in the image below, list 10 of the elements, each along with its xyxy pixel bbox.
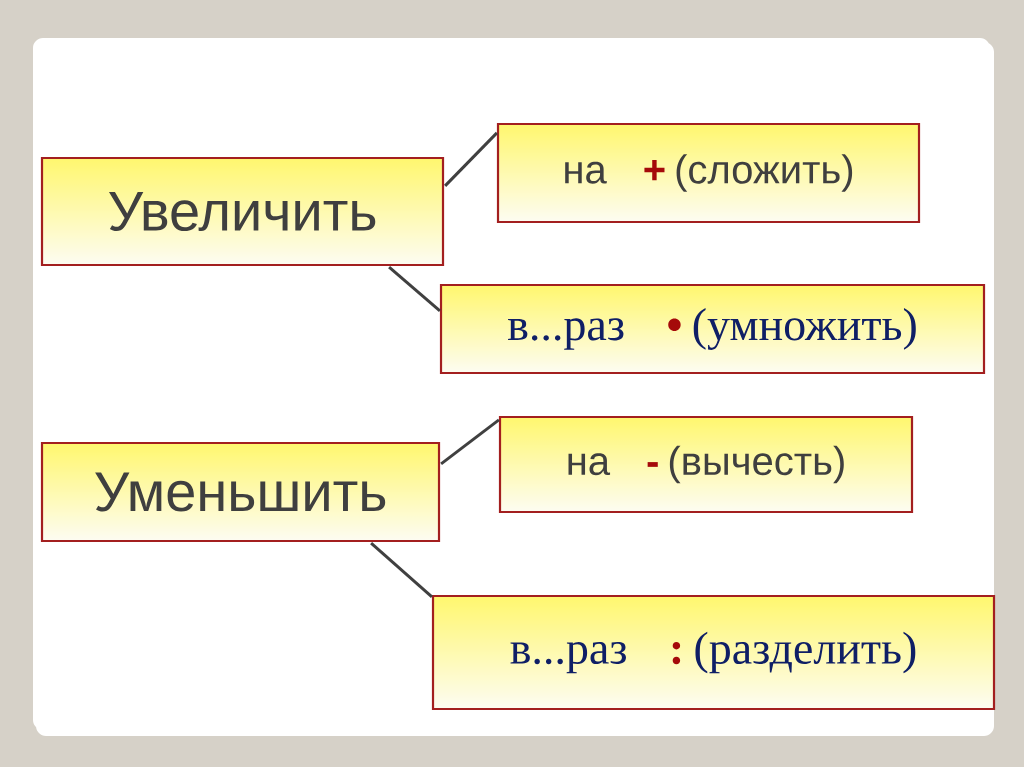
connector-line [444, 131, 498, 187]
connector-line [440, 418, 500, 466]
text-box: на - (вычесть) [498, 415, 914, 514]
text-box: в...раз • (умножить) [439, 283, 986, 375]
connector-line [370, 541, 433, 598]
text-box: в...раз : (разделить) [431, 594, 996, 711]
text-box: Уменьшить [40, 441, 441, 543]
text-box: на + (сложить) [496, 122, 921, 224]
text-box: Увеличить [40, 156, 445, 267]
connector-line [388, 265, 441, 313]
